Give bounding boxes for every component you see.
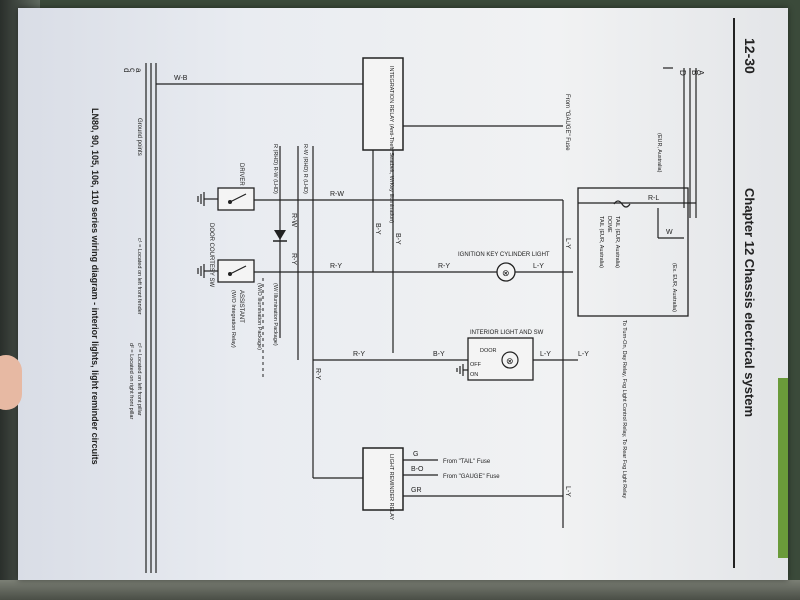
interior-light-label: INTERIOR LIGHT AND SW [470,330,544,336]
feed-gauge-top: From "GAUGE" Fuse [564,94,570,151]
ignition-key-label: IGNITION KEY CYLINDER LIGHT [458,252,550,258]
wire-r-y-2: R-Y [438,263,450,270]
diode [274,230,286,240]
wire-r-y-4: R-Y [290,253,297,265]
wire-gr: GR [411,487,422,494]
light-reminder-relay-box [362,447,404,511]
interior-light-box [467,337,534,381]
wire-l-y-1: L-Y [533,263,544,270]
door-position: DOOR [480,348,497,354]
note-c: c¹ = Located on left front fender [136,238,142,315]
feed-rhd-lhd-1: R (RHD) R-W (LHD) [272,144,278,194]
wiring-diagram: 12-30 Chapter 12 Chassis electrical syst… [90,18,758,573]
wire-b-y-3: B-Y [433,351,445,358]
feed-tail-fuse: From "TAIL" Fuse [443,459,491,465]
note-d2: d² = Located on right front pillar [128,343,134,419]
table-edge [0,580,800,600]
feed-rhd-lhd-2: R-W (RHD) R (LHD) [302,144,308,194]
wire-w: W [666,229,673,236]
wire-r-y-3: R-Y [353,351,365,358]
wire-b-y-2: B-Y [394,233,401,245]
ignition-key-lamp [496,262,516,282]
wire-l-y-4: L-Y [540,351,551,358]
next-page-edge [778,378,788,558]
assistant-label: ASSISTANT [238,290,244,323]
bus-label-c: c [128,68,137,72]
page-number: 12-30 [742,38,758,74]
w-illumination: (W/ Illumination Package) [272,283,278,346]
bus-label-D: D [678,70,687,76]
light-reminder-label: LIGHT REMINDER RELAY [388,454,394,520]
wire-r-y-1: R-Y [330,263,342,270]
wire-r-y-5: R-Y [314,368,321,380]
feed-eur-australia: (EUR, Australia) [656,133,662,173]
bus-label-B: B [690,70,699,75]
feed-gauge-bottom: From "GAUGE" Fuse [443,474,500,480]
w-illumination-2: (W/O Illumination Package) [256,283,262,350]
wire-r-l: R-L [648,195,659,202]
wire-b-o: B-O [411,466,424,473]
integration-relay-box [362,57,404,151]
feed-ex-eur-australia: (Ex. EUR, Australia) [671,263,677,312]
off-position: OFF [470,362,482,368]
chapter-title: Chapter 12 Chassis electrical system [742,188,757,417]
on-position: ON [470,372,478,378]
dome-line3: TAIL (EUR, Australia) [598,216,604,268]
feed-to-fog-light: To Turn-On, Day Relay, Fog Light Control… [621,320,627,498]
svg-text:⊗: ⊗ [502,268,510,278]
dome-line2: DOME [606,216,612,233]
bus-label-d: d [122,68,131,72]
ground-points: Ground points [136,118,142,156]
note-c2: c² = Located on left front pillar [136,343,142,416]
wire-l-y-5: L-Y [578,351,589,358]
svg-text:⊗: ⊗ [506,356,514,366]
manual-page: 12-30 Chapter 12 Chassis electrical syst… [18,8,788,580]
thumb [0,355,22,410]
figure-caption: LN80, 90, 105, 106, 110 series wiring di… [90,108,100,465]
bus-label-A: A [696,70,705,76]
bus-label-a: a [134,68,143,73]
dome-box [577,187,689,317]
wire-r-w-2: R-W [290,213,297,227]
wire-l-y-2: L-Y [564,238,571,249]
driver-label: DRIVER [238,163,244,186]
integration-relay-label: INTEGRATION RELAY (Anti-Theft, Seatbelt,… [388,66,394,223]
wire-r-w-1: R-W [330,191,344,198]
interior-lamp [501,351,519,369]
wire-g: G [413,451,418,458]
wire-l-y-3: L-Y [564,486,571,497]
wire-w-b: W-B [174,75,188,82]
dome-line1: TAIL (EUR, Australia) [614,216,620,268]
w-integration-relay: (W/O Integration Relay) [230,290,236,348]
wire-b-y-1: B-Y [374,223,381,235]
door-courtesy-label: DOOR COURTESY SW [208,223,214,287]
